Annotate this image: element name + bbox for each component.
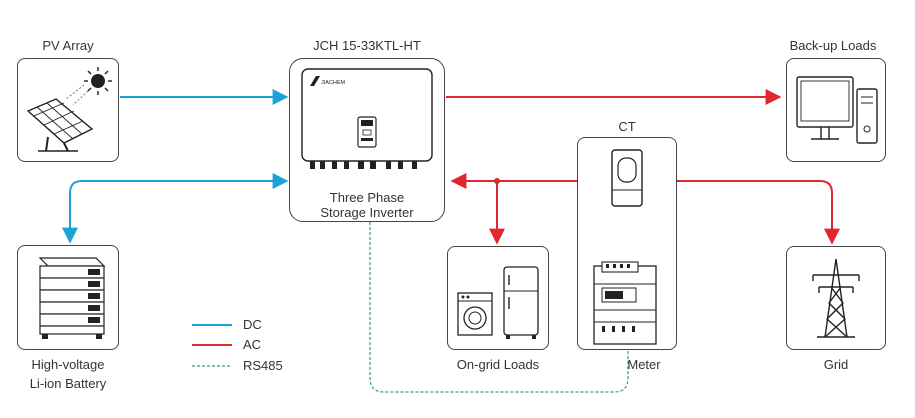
- ongrid-loads-label: On-grid Loads: [456, 357, 540, 372]
- ct-label: CT: [618, 119, 636, 134]
- inverter-type-line2: Storage Inverter: [320, 205, 414, 220]
- transmission-tower-icon: [812, 258, 860, 338]
- backup-loads-box: [786, 58, 886, 162]
- computer-icon: [796, 76, 878, 144]
- dc-line-inverter-battery: [62, 173, 289, 244]
- ac-junction-dot: [494, 178, 500, 184]
- grid-label: Grid: [823, 357, 849, 372]
- solar-panel-icon: [26, 67, 112, 152]
- inverter-type-line1: Three Phase: [329, 190, 405, 205]
- legend-rs485-label: RS485: [243, 358, 283, 373]
- ct-meter-box: [577, 137, 677, 350]
- current-transformer-icon: [611, 149, 643, 207]
- pv-array-label: PV Array: [42, 38, 94, 53]
- battery-label-line2: Li-ion Battery: [29, 376, 107, 391]
- appliances-icon: [457, 266, 539, 339]
- backup-loads-label: Back-up Loads: [789, 38, 877, 53]
- inverter-icon: JIACHEM: [301, 68, 433, 169]
- meter-label: Meter: [627, 357, 661, 372]
- pv-array-box: [17, 58, 119, 162]
- brand-logo-icon: JIACHEM: [310, 76, 346, 86]
- legend-dc-label: DC: [243, 317, 262, 332]
- ongrid-loads-box: [447, 246, 549, 350]
- brand-text: JIACHEM: [321, 80, 346, 86]
- battery-stack-icon: [38, 257, 106, 339]
- rs485-line: [369, 222, 629, 393]
- battery-label-line1: High-voltage: [31, 357, 105, 372]
- legend-ac-label: AC: [243, 337, 262, 352]
- energy-meter-icon: [593, 261, 657, 345]
- grid-box: [786, 246, 886, 350]
- ac-line-to-grid: [677, 180, 840, 245]
- battery-box: [17, 245, 119, 350]
- inverter-box: JIACHEM Three Phase Storage Inverter: [289, 58, 445, 222]
- inverter-model-label: JCH 15-33KTL-HT: [313, 38, 421, 53]
